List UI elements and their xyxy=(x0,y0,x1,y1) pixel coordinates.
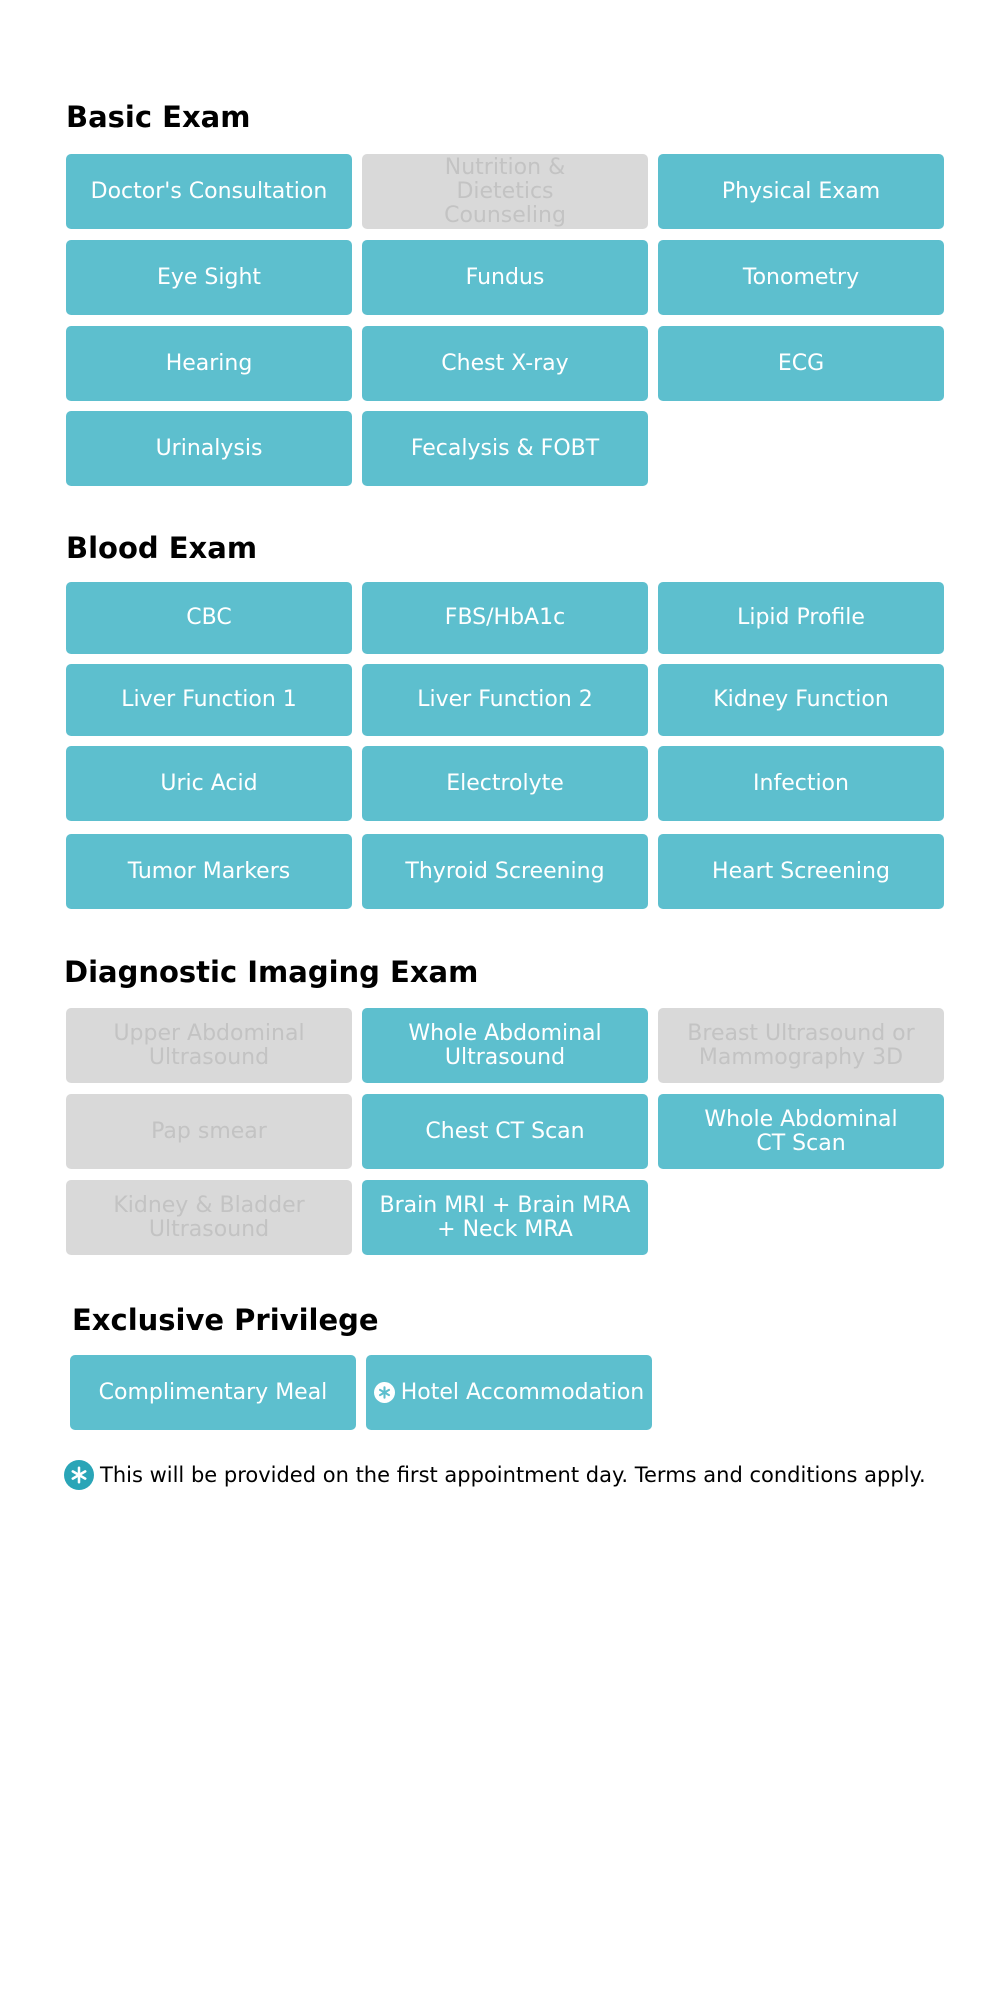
tile-label: Breast Ultrasound or Mammography 3D xyxy=(687,1020,915,1070)
tile-label: Pap smear xyxy=(151,1118,267,1144)
exam-tile-breast-ultrasound-mammography: Breast Ultrasound or Mammography 3D xyxy=(658,1008,944,1083)
exam-tile-infection: Infection xyxy=(658,746,944,821)
tile-label: Eye Sight xyxy=(156,264,262,290)
tile-label: Doctor's Consultation xyxy=(90,178,328,204)
tile-label: Tumor Markers xyxy=(127,858,291,884)
tile-label: Whole Abdominal CT Scan xyxy=(704,1106,898,1156)
exam-tile-eye-sight: Eye Sight xyxy=(66,240,352,315)
exam-tile-fecalysis-fobt: Fecalysis & FOBT xyxy=(362,411,648,486)
tile-label: Hotel Accommodation xyxy=(400,1379,645,1405)
imaging-exam-title: Diagnostic Imaging Exam xyxy=(64,955,479,989)
tile-label: Upper Abdominal Ultrasound xyxy=(113,1020,305,1070)
exam-tile-heart-screening: Heart Screening xyxy=(658,834,944,909)
tile-label: Fundus xyxy=(465,264,545,290)
tile-label: Thyroid Screening xyxy=(405,858,605,884)
tile-label: Hearing xyxy=(165,350,253,376)
tile-label: Chest CT Scan xyxy=(425,1118,585,1144)
tile-label: Chest X-ray xyxy=(441,350,569,376)
tile-label: Tonometry xyxy=(742,264,860,290)
privilege-title: Exclusive Privilege xyxy=(72,1303,379,1337)
privilege-tile-complimentary-meal: Complimentary Meal xyxy=(70,1355,356,1430)
exam-tile-liver-function-1: Liver Function 1 xyxy=(66,664,352,736)
exam-tile-electrolyte: Electrolyte xyxy=(362,746,648,821)
exam-tile-thyroid-screening: Thyroid Screening xyxy=(362,834,648,909)
tile-label: Liver Function 2 xyxy=(417,687,593,712)
privilege-tile-hotel-accommodation: Hotel Accommodation xyxy=(366,1355,652,1430)
asterisk-icon xyxy=(64,1460,94,1490)
tile-label: Kidney Function xyxy=(713,687,889,712)
exam-tile-kidney-bladder-ultrasound: Kidney & Bladder Ultrasound xyxy=(66,1180,352,1255)
exam-tile-liver-function-2: Liver Function 2 xyxy=(362,664,648,736)
tile-label: Electrolyte xyxy=(446,770,564,796)
tile-label: Urinalysis xyxy=(155,435,263,461)
tile-label: Physical Exam xyxy=(721,178,881,204)
exam-tile-ecg: ECG xyxy=(658,326,944,401)
exam-tile-lipid-profile: Lipid Profile xyxy=(658,582,944,654)
exam-tile-doctors-consultation: Doctor's Consultation xyxy=(66,154,352,229)
exam-tile-kidney-function: Kidney Function xyxy=(658,664,944,736)
tile-label: Whole Abdominal Ultrasound xyxy=(408,1020,602,1070)
exam-tile-hearing: Hearing xyxy=(66,326,352,401)
exam-tile-pap-smear: Pap smear xyxy=(66,1094,352,1169)
exam-tile-nutrition-dietetics: Nutrition & Dietetics Counseling xyxy=(362,154,648,229)
tile-label: CBC xyxy=(186,605,232,630)
tile-label: Kidney & Bladder Ultrasound xyxy=(113,1192,305,1242)
exam-tile-chest-xray: Chest X-ray xyxy=(362,326,648,401)
exam-tile-whole-abdominal-ultrasound: Whole Abdominal Ultrasound xyxy=(362,1008,648,1083)
exam-tile-cbc: CBC xyxy=(66,582,352,654)
exam-tile-tumor-markers: Tumor Markers xyxy=(66,834,352,909)
tile-label: Complimentary Meal xyxy=(98,1379,328,1405)
exam-tile-urinalysis: Urinalysis xyxy=(66,411,352,486)
exam-tile-brain-mri-mra: Brain MRI + Brain MRA + Neck MRA xyxy=(362,1180,648,1255)
exam-tile-physical-exam: Physical Exam xyxy=(658,154,944,229)
tile-label: Fecalysis & FOBT xyxy=(410,435,600,461)
tile-label: Lipid Profile xyxy=(737,605,865,630)
tile-label: ECG xyxy=(777,350,825,376)
footnote-text: This will be provided on the first appoi… xyxy=(100,1463,926,1487)
tile-label: FBS/HbA1c xyxy=(444,605,566,630)
tile-label: Heart Screening xyxy=(712,858,890,884)
tile-label: Nutrition & Dietetics Counseling xyxy=(444,154,566,228)
exam-tile-upper-abdominal-ultrasound: Upper Abdominal Ultrasound xyxy=(66,1008,352,1083)
exam-tile-uric-acid: Uric Acid xyxy=(66,746,352,821)
tile-label: Uric Acid xyxy=(160,770,258,796)
blood-exam-title: Blood Exam xyxy=(66,531,258,565)
exam-tile-fbs-hba1c: FBS/HbA1c xyxy=(362,582,648,654)
exam-tile-chest-ct-scan: Chest CT Scan xyxy=(362,1094,648,1169)
exam-tile-fundus: Fundus xyxy=(362,240,648,315)
exam-tile-whole-abdominal-ct-scan: Whole Abdominal CT Scan xyxy=(658,1094,944,1169)
exam-tile-tonometry: Tonometry xyxy=(658,240,944,315)
asterisk-icon xyxy=(373,1382,395,1403)
tile-label: Brain MRI + Brain MRA + Neck MRA xyxy=(379,1192,631,1242)
footnote: This will be provided on the first appoi… xyxy=(64,1460,926,1490)
tile-label: Infection xyxy=(753,770,849,796)
basic-exam-title: Basic Exam xyxy=(66,100,251,134)
tile-label: Liver Function 1 xyxy=(121,687,297,712)
